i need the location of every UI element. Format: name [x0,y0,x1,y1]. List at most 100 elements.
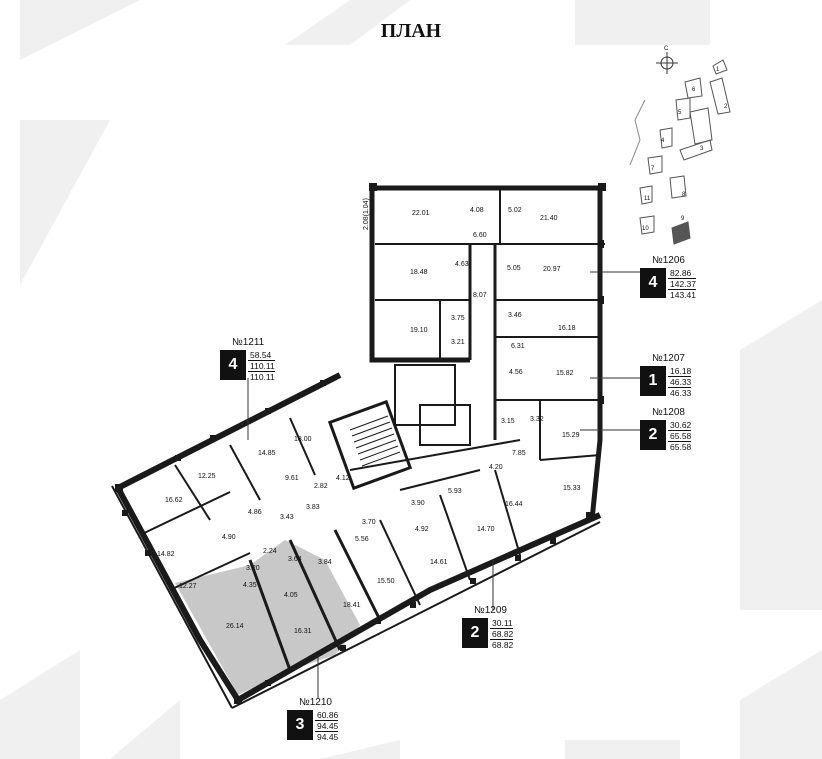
building-label: 7 [651,166,655,172]
area-living: 30.11 [490,618,514,629]
building-label: 8 [682,192,686,198]
room-area: 4.63 [455,261,469,268]
room-area: 20.97 [543,266,561,273]
area-total-with-balcony: 65.58 [670,442,692,452]
room-area: 3.43 [280,514,294,521]
area-total: 94.45 [315,721,339,732]
room-area: 21.40 [540,215,558,222]
walls [111,185,605,709]
room-area: 4.05 [284,592,298,599]
room-area: 8.07 [473,292,487,299]
apartment-number: №1210 [299,697,332,708]
room-area: 7.85 [512,450,526,457]
building-label: 4 [661,138,665,144]
area-total-with-balcony: 68.82 [492,640,514,650]
room-area: 3.20 [246,565,260,572]
room-area: 18.00 [294,436,312,443]
room-area: 3.32 [530,416,544,423]
room-area: 12.25 [198,473,216,480]
apartment-number: №1209 [474,605,507,616]
room-count-badge: 4 [220,350,246,380]
area-values: 60.86 94.45 94.45 [315,710,339,742]
room-area: 16.62 [165,497,183,504]
building-label: 3 [700,146,704,152]
building-label: 1 [716,67,720,73]
area-values: 30.62 65.58 65.58 [668,420,692,452]
room-area: 15.50 [377,578,395,585]
room-area: 15.33 [563,485,581,492]
apartment-number: №1207 [652,353,685,364]
compass-icon [656,52,678,74]
room-area: 14.61 [430,559,448,566]
page-title: ПЛАН [380,20,442,42]
area-living: 16.18 [668,366,692,377]
room-count-badge: 2 [640,420,666,450]
area-total: 142.37 [668,279,696,290]
room-area: 12.27 [179,583,197,590]
room-count-badge: 3 [287,710,313,740]
area-values: 30.11 68.82 68.82 [490,618,514,650]
site-map: С 1 2 3 4 5 6 7 8 9 10 11 [629,46,731,245]
area-values: 16.18 46.33 46.33 [668,366,692,398]
apt-1210-highlight[interactable] [175,540,360,695]
room-area: 4.56 [509,369,523,376]
room-area: 5.05 [507,265,521,272]
room-area: 3.70 [362,519,376,526]
area-values: 82.86 142.37 143.41 [668,268,696,300]
room-area: 14.82 [157,551,175,558]
room-area: 3.83 [306,504,320,511]
area-total-with-balcony: 94.45 [317,732,339,742]
room-area: 3.15 [501,418,515,425]
room-area: 14.85 [258,450,276,457]
room-area: 4.90 [222,534,236,541]
leader-lines [247,271,640,698]
room-count-badge: 1 [640,366,666,396]
area-living: 82.86 [668,268,696,279]
room-labels: 22.01 4.08 5.02 21.40 2.08(1.04) 6.60 18… [157,198,581,635]
room-area: 3.21 [451,339,465,346]
building-label: 2 [724,104,728,110]
area-total: 46.33 [668,377,692,388]
room-area: 6.31 [511,343,525,350]
room-area: 4.20 [489,464,503,471]
building-label: 9 [681,216,685,222]
apartment-number: №1211 [232,337,265,348]
area-total-with-balcony: 46.33 [670,388,692,398]
area-living: 30.62 [668,420,692,431]
room-area: 4.35 [243,582,257,589]
room-area: 15.29 [562,432,580,439]
area-total: 65.58 [668,431,692,442]
room-area: 15.82 [556,370,574,377]
room-area: 3.64 [288,556,302,563]
room-area: 4.92 [415,526,429,533]
compass-label: С [664,46,669,52]
room-area: 19.10 [410,327,428,334]
area-total-with-balcony: 110.11 [250,372,275,382]
area-total-with-balcony: 143.41 [670,290,696,300]
room-area: 4.08 [470,207,484,214]
apartment-number: №1206 [652,255,685,266]
room-area: 3.84 [318,559,332,566]
area-values: 58.54 110.11 110.11 [248,350,275,382]
apartment-number: №1208 [652,407,685,418]
stairs [349,415,401,467]
room-area: 22.01 [412,210,430,217]
room-area: 14.70 [477,526,495,533]
room-area: 26.14 [226,623,244,630]
room-area: 2.24 [263,548,277,555]
area-living: 58.54 [248,350,275,361]
room-area: 5.56 [355,536,369,543]
room-area: 2.08(1.04) [363,198,370,230]
building-label: 5 [678,110,682,116]
area-living: 60.86 [315,710,339,721]
room-area: 4.86 [248,509,262,516]
room-count-badge: 2 [462,618,488,648]
room-area: 18.41 [343,602,361,609]
room-area: 3.46 [508,312,522,319]
room-area: 2.82 [314,483,328,490]
room-area: 16.31 [294,628,312,635]
room-area: 16.18 [558,325,576,332]
building-label: 6 [692,87,696,93]
room-area: 4.12 [336,475,350,482]
